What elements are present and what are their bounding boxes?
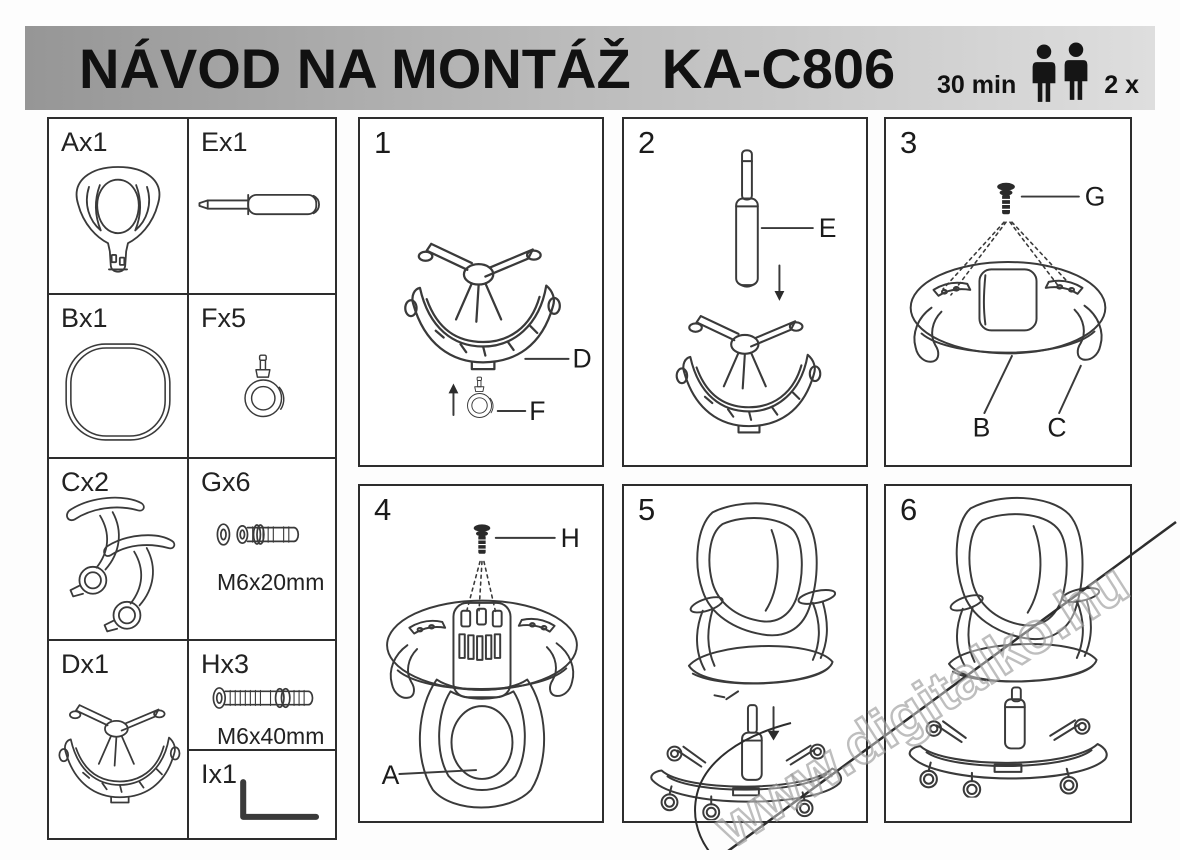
step-number: 6 xyxy=(900,492,918,527)
screw-short-icon xyxy=(216,523,300,546)
part-label-d: Dx1 xyxy=(61,649,110,679)
part-cell-d: Dx1 xyxy=(49,641,189,838)
step4-diagram: H A xyxy=(382,523,580,809)
step1-diagram: D F xyxy=(404,242,592,426)
step-panel-4: 4 H A xyxy=(358,484,604,823)
seat-icon xyxy=(65,343,171,441)
part-label-a: Ax1 xyxy=(61,127,108,157)
step-number: 2 xyxy=(638,125,656,160)
part-cell-g: Gx6 M6x20mm xyxy=(189,459,335,641)
step5-diagram xyxy=(650,502,843,821)
screw-long-icon xyxy=(212,687,314,709)
part-label-f: Fx5 xyxy=(201,303,247,333)
step6-diagram xyxy=(908,496,1108,798)
step-panel-3: 3 G B C xyxy=(884,117,1132,467)
part-cell-f: Fx5 xyxy=(189,295,335,459)
callout-letter: F xyxy=(529,396,545,426)
step-panel-1: 1 D F xyxy=(358,117,604,467)
armrests-icon xyxy=(66,496,176,633)
step3-diagram: G B C xyxy=(909,181,1107,443)
page-title: NÁVOD NA MONTÁŽ KA-C806 xyxy=(79,36,896,100)
callout-letter: D xyxy=(572,344,591,374)
step-number: 3 xyxy=(900,125,918,160)
part-label-c: Cx2 xyxy=(61,467,110,497)
callout-letter: E xyxy=(819,213,837,243)
screwdriver-icon xyxy=(198,193,320,216)
callout-letter: B xyxy=(973,413,991,443)
callout-letter: A xyxy=(382,760,400,790)
step-number: 5 xyxy=(638,492,656,527)
callout-letter: C xyxy=(1047,413,1066,443)
step-panel-2: 2 E xyxy=(622,117,868,467)
part-label-h: Hx3 xyxy=(201,649,250,679)
persons-count-label: 2 x xyxy=(1104,71,1139,99)
callout-letter: H xyxy=(561,523,580,553)
step-number: 4 xyxy=(374,492,392,527)
part-cell-h: Hx3 M6x40mm xyxy=(189,641,335,751)
part-label-i: Ix1 xyxy=(201,759,238,789)
parts-list: Ax1 Ex1 Bx1 Fx5 xyxy=(47,117,337,840)
step-number: 1 xyxy=(374,125,392,160)
header-bar: NÁVOD NA MONTÁŽ KA-C806 30 min 2 x xyxy=(25,26,1155,110)
header-meta: 30 min 2 x xyxy=(937,42,1139,104)
backrest-icon xyxy=(75,166,161,273)
part-label-e: Ex1 xyxy=(201,127,248,157)
callout-letter: G xyxy=(1085,181,1106,211)
part-cell-b: Bx1 xyxy=(49,295,189,459)
screw-size-label: M6x40mm xyxy=(217,723,325,749)
step-panel-6: 6 xyxy=(884,484,1132,823)
part-cell-i: Ix1 xyxy=(189,751,335,838)
two-persons-icon xyxy=(1032,42,1088,102)
allen-key-icon xyxy=(240,779,320,820)
step2-diagram: E xyxy=(675,149,837,434)
base-icon xyxy=(58,704,181,804)
screw-size-label: M6x20mm xyxy=(217,569,325,595)
caster-icon xyxy=(244,354,285,418)
part-cell-e: Ex1 xyxy=(189,119,335,295)
part-label-b: Bx1 xyxy=(61,303,108,333)
part-label-g: Gx6 xyxy=(201,467,251,497)
duration-label: 30 min xyxy=(937,71,1017,99)
part-cell-c: Cx2 xyxy=(49,459,189,641)
step-panel-5: 5 xyxy=(622,484,868,823)
part-cell-a: Ax1 xyxy=(49,119,189,295)
